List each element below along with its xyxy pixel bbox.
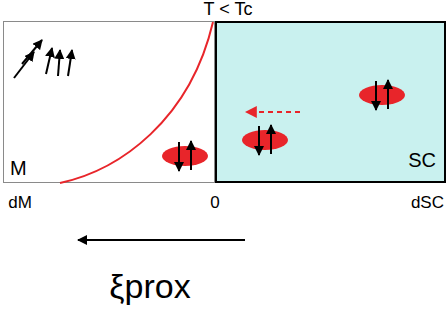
title: T < Tc [204,0,253,19]
spin-arrow [14,52,34,78]
pair-ellipse [359,85,405,105]
spin-down [375,81,377,110]
pair-ellipse [162,146,208,166]
pair-ellipse [242,130,288,150]
axis-label: dM [8,193,32,212]
cooper-pair [242,125,288,155]
length-arrow [78,239,245,241]
leak-arrow [246,111,300,113]
title-holder: T < Tc [204,0,253,20]
cooper-pair [359,80,405,110]
spin-arrow [58,50,60,76]
spin-down [258,126,260,155]
label-holder: 0 [210,194,219,213]
region-label: SC [408,149,436,171]
spin-arrow [22,40,42,64]
axis-label: 0 [210,193,219,212]
label-holder: ξprox [109,268,190,305]
superconductor-region: SC [215,21,446,183]
pair-amplitude-curve [60,22,213,183]
label-holder: dM [8,194,32,213]
cooper-pair [162,141,208,171]
spin-arrow [68,50,72,76]
spin-up [270,125,272,154]
label-holder: dSC [411,194,444,213]
axis-label: dSC [411,193,444,212]
spin-up [190,141,192,170]
spin-down [178,142,180,171]
cooper-pairs [162,80,405,171]
length-label: ξprox [109,267,190,305]
spin-arrows [14,40,72,78]
region-label: M [10,157,27,179]
spin-arrow [46,48,52,74]
spin-up [387,80,389,109]
